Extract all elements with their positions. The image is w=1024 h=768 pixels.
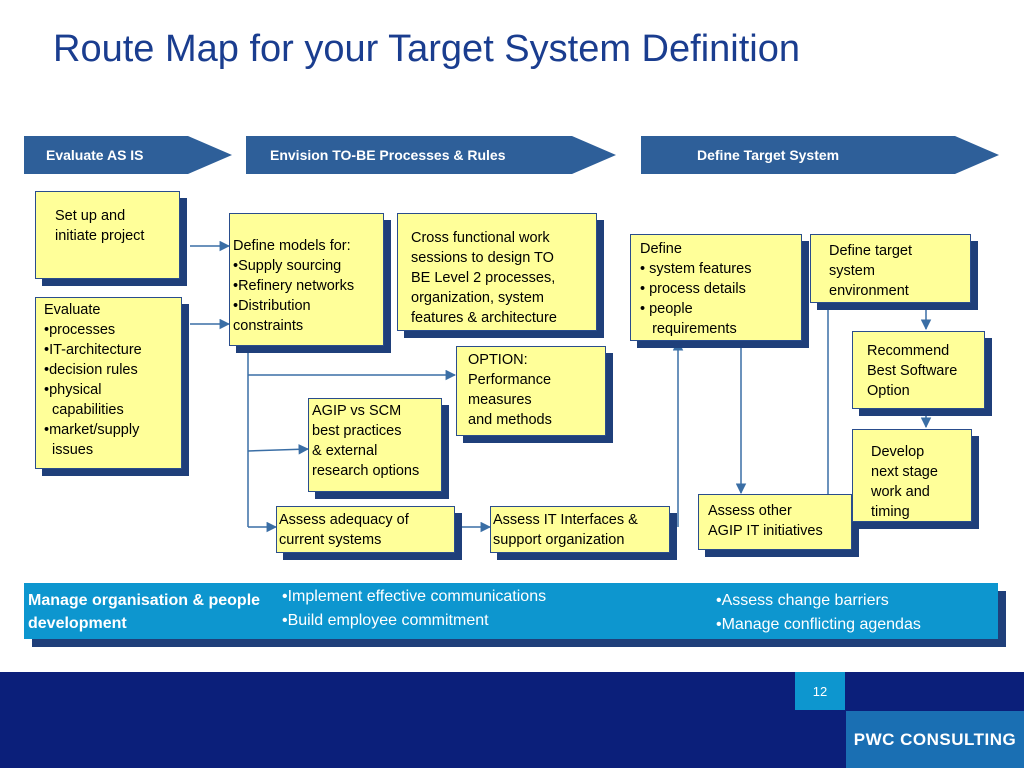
page-number: 12 (795, 672, 845, 710)
manage-actions-left: •Implement effective communications •Bui… (282, 588, 547, 629)
manage-label: Manage organisation & people development (28, 592, 261, 632)
box-define-system-features: Define • system features • process detai… (630, 234, 802, 341)
evaluate-list: •processes •IT-architecture •decision ru… (44, 322, 142, 458)
arrow-to-agip (247, 444, 310, 455)
define-features-list: • system features • process details • pe… (640, 261, 752, 337)
phase-label: Evaluate AS IS (46, 147, 144, 163)
phase-label: Envision TO-BE Processes & Rules (270, 147, 506, 163)
page-title: Route Map for your Target System Definit… (53, 28, 800, 70)
define-models-list: •Supply sourcing •Refinery networks •Dis… (233, 258, 355, 334)
box-define-target-environment: Define target system environment (810, 234, 971, 303)
phase-define-target-system: Define Target System (641, 136, 999, 174)
pwc-consulting-logo: PWC CONSULTING (846, 711, 1024, 768)
phase-evaluate-as-is: Evaluate AS IS (24, 136, 232, 174)
box-set-up-initiate-project: Set up and initiate project (35, 191, 180, 279)
box-cross-functional-sessions: Cross functional work sessions to design… (397, 213, 597, 331)
box-option-performance-measures: OPTION: Performance measures and methods (456, 346, 606, 436)
box-evaluate: Evaluate •processes •IT-architecture •de… (35, 297, 182, 469)
box-agip-vs-scm: AGIP vs SCM best practices & external re… (308, 398, 442, 492)
phase-envision-to-be: Envision TO-BE Processes & Rules (246, 136, 616, 174)
manage-organisation-bar: Manage organisation & people development… (24, 583, 998, 639)
box-assess-it-interfaces: Assess IT Interfaces & support organizat… (490, 506, 670, 553)
phase-label: Define Target System (697, 147, 840, 163)
box-recommend-software: Recommend Best Software Option (852, 331, 985, 409)
manage-actions-right: •Assess change barriers •Manage conflict… (716, 592, 921, 633)
box-develop-next-stage: Develop next stage work and timing (852, 429, 972, 522)
box-define-models: Define models for: •Supply sourcing •Ref… (229, 213, 384, 346)
box-assess-adequacy: Assess adequacy of current systems (276, 506, 455, 553)
box-assess-other-agip: Assess other AGIP IT initiatives (698, 494, 852, 550)
